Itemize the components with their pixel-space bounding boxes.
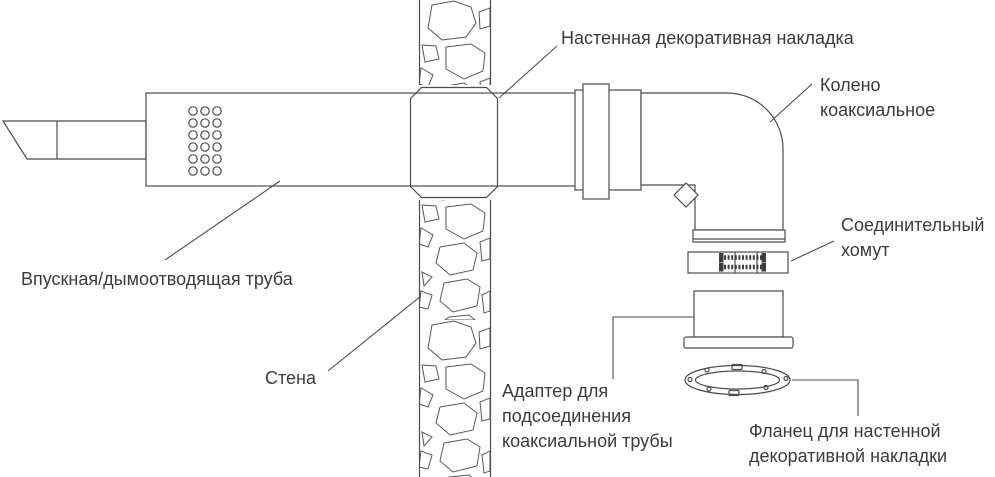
clamp-bolts: [719, 253, 766, 272]
leader-lines: [164, 45, 859, 416]
pipe-coupling: [574, 83, 642, 200]
leader-clamp: [790, 240, 835, 262]
intake-exhaust-pipe-label: Впускная/дымоотводящая труба: [21, 269, 293, 289]
intake-exhaust-pipe: [1, 92, 642, 187]
wall-decorative-plate: [409, 86, 499, 199]
wall-plate-flange: [684, 363, 791, 397]
elbow-test-port: [673, 182, 699, 208]
leader-wall-plate: [498, 45, 558, 99]
elbow-rim: [692, 229, 786, 243]
coaxial-pipe-adapter: [683, 290, 794, 349]
wall-plate-label: Настенная декоративная накладка: [561, 28, 854, 48]
leader-elbow: [769, 83, 813, 123]
wall-label: Стена: [265, 368, 317, 388]
adapter-label: Адаптер для подсоединения коаксиальной т…: [502, 381, 673, 451]
pipe-perforations: [188, 106, 222, 176]
flange-label: Фланец для настенной декоративной наклад…: [749, 421, 948, 466]
leader-flange: [792, 379, 859, 416]
leader-adapter: [612, 316, 694, 379]
connecting-clamp-label: Соединительный хомут: [841, 215, 985, 260]
wall: [418, 0, 492, 477]
coaxial-elbow: [640, 92, 786, 243]
connecting-clamp: [687, 251, 789, 274]
leader-pipe: [164, 180, 281, 261]
leader-wall: [327, 295, 422, 372]
coaxial-elbow-label: Колено коаксиальное: [820, 75, 936, 120]
